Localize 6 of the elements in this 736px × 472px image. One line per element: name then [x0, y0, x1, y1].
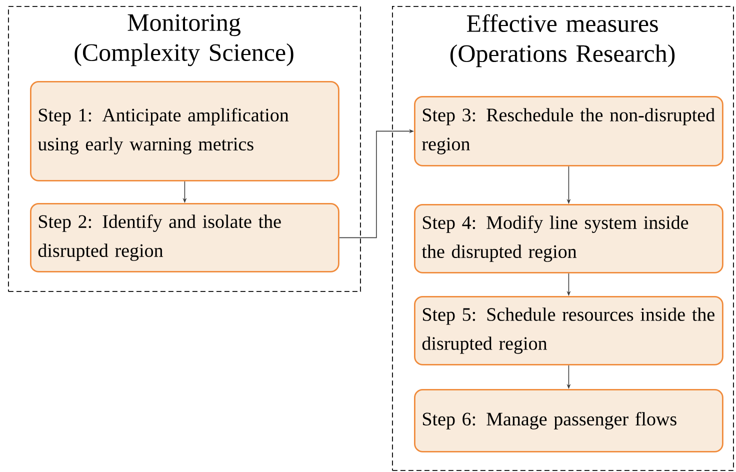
- step-box: Step 4: Modify line system inside the disrupted region: [414, 204, 724, 274]
- step-box: Step 5: Schedule resources inside the disrupted region: [414, 296, 724, 366]
- step-box: Step 1: Anticipate amplification using early warning metrics: [30, 81, 340, 182]
- step-box: Step 2: Identify and isolate the disrupted region: [30, 203, 340, 272]
- step-box: Step 6: Manage passenger flows: [414, 389, 724, 452]
- step-box: Step 3: Reschedule the non-disrupted region: [414, 96, 724, 166]
